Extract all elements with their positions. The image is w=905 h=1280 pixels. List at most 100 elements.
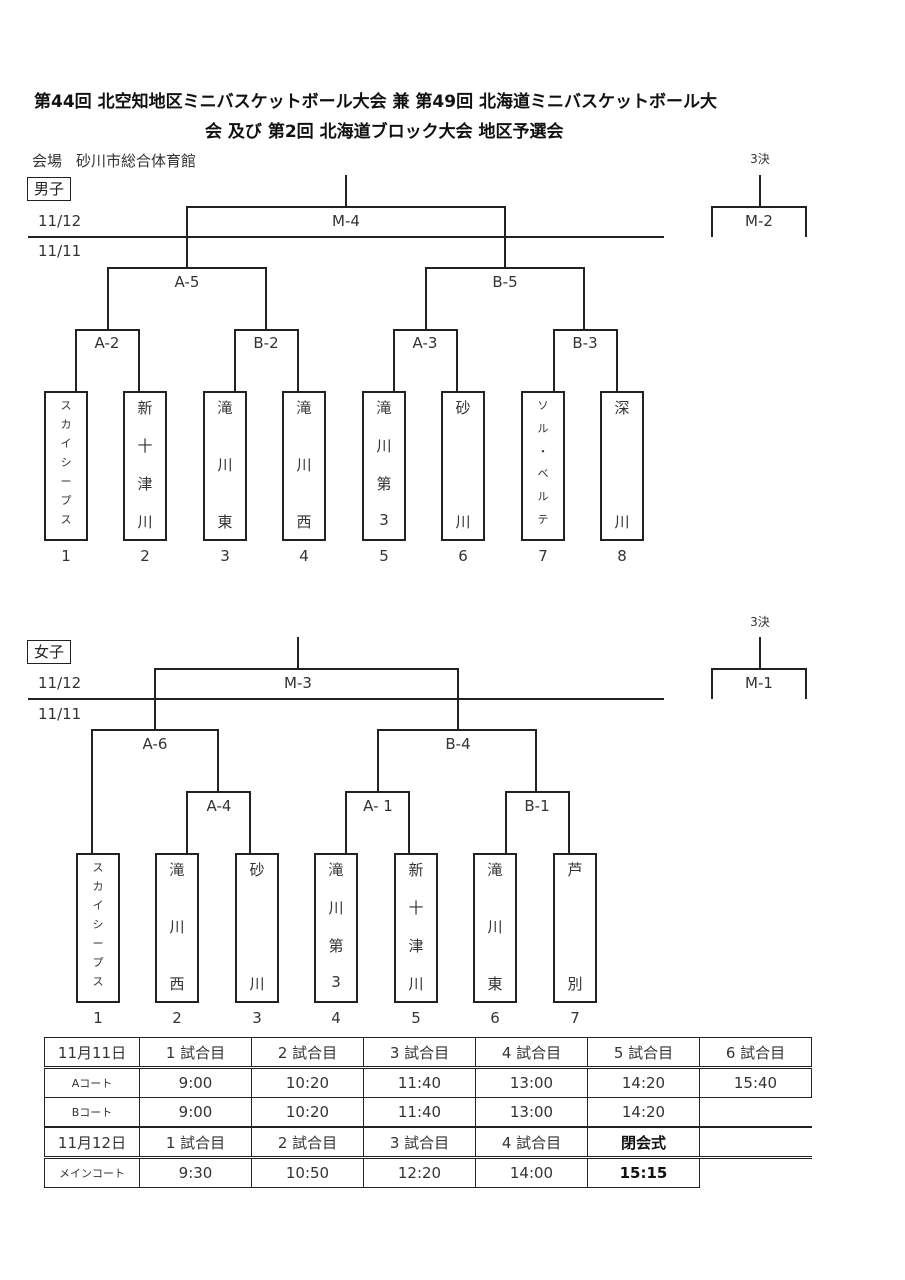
team-name-char: 滝 [296, 399, 312, 417]
team-name-char: 第 [328, 937, 344, 955]
schedule-row-label: Aコート [44, 1066, 140, 1098]
team-name-char: 西 [169, 975, 185, 993]
team-name-char: 滝 [217, 399, 233, 417]
team-name-char: 川 [249, 975, 265, 993]
schedule-row-label: Bコート [44, 1097, 140, 1128]
schedule-row-label: メインコート [44, 1156, 140, 1188]
girls-semi-match-1: A-6 [142, 735, 168, 753]
girls-date-final: 11/12 [38, 674, 82, 692]
boys-third-leg [805, 206, 807, 237]
girls-seed-number: 2 [172, 1009, 182, 1027]
boys-semi-match-2: B-5 [492, 273, 518, 291]
team-name-char: 砂 [249, 861, 265, 879]
boys-final-match: M-4 [332, 212, 360, 230]
boys-quarter-leg [393, 329, 395, 392]
team-name-char: 川 [169, 918, 185, 936]
schedule-cell: 1 試合目 [139, 1126, 252, 1158]
schedule-cell: 12:20 [363, 1156, 476, 1188]
team-name-char: 滝 [169, 861, 185, 879]
boys-quarter-leg [234, 329, 236, 392]
boys-quarter-bar-3 [393, 329, 458, 331]
team-name-char: 芦 [567, 861, 583, 879]
team-name-char: 滝 [376, 399, 392, 417]
team-name-char: シ [92, 918, 104, 931]
boys-semi-bar-2 [425, 267, 585, 269]
girls-third-place-match: M-1 [745, 674, 773, 692]
team-name-char: 十 [137, 437, 153, 455]
boys-semi-bar-1 [107, 267, 267, 269]
girls-quarter-leg [249, 791, 251, 854]
boys-third-stem [759, 175, 761, 207]
boys-quarter-leg [75, 329, 77, 392]
girls-third-leg [711, 668, 713, 699]
boys-team-box: 滝川西 [282, 391, 326, 541]
team-name-char: シ [60, 456, 72, 469]
girls-semi-leg [535, 729, 537, 792]
team-name-char: ル [537, 490, 549, 503]
boys-third-place-label: 3決 [750, 152, 770, 166]
boys-seed-number: 4 [299, 547, 309, 565]
girls-seed-number: 1 [93, 1009, 103, 1027]
boys-quarter-bar-2 [234, 329, 299, 331]
schedule-cell: 10:50 [251, 1156, 364, 1188]
team-name-char: ス [60, 399, 72, 412]
team-name-char: ス [92, 975, 104, 988]
boys-date-final: 11/12 [38, 212, 82, 230]
team-name-char: 川 [296, 456, 312, 474]
team-name-char: ・ [537, 445, 549, 458]
team-name-char: 東 [217, 513, 233, 531]
boys-seed-number: 7 [538, 547, 548, 565]
girls-quarter-bar-1 [186, 791, 251, 793]
girls-quarter-leg [345, 791, 347, 854]
girls-team-box: スカイシープス [76, 853, 120, 1003]
boys-semi-match-1: A-5 [174, 273, 200, 291]
team-name-char: 滝 [328, 861, 344, 879]
boys-final-right-leg [504, 206, 506, 268]
schedule-cell: 4 試合目 [475, 1037, 588, 1068]
girls-final-match: M-3 [284, 674, 312, 692]
boys-team-box: ソル・ベルテ [521, 391, 565, 541]
boys-semi-leg [265, 267, 267, 330]
girls-third-place-label: 3決 [750, 615, 770, 629]
boys-team-box: 滝川東 [203, 391, 247, 541]
schedule-empty-cell [700, 1098, 812, 1128]
boys-champion-stem [345, 175, 347, 207]
girls-semi-bar-1 [91, 729, 219, 731]
girls-team-box: 滝川東 [473, 853, 517, 1003]
girls-third-leg [805, 668, 807, 699]
boys-day-divider [28, 236, 664, 238]
schedule-cell: 4 試合目 [475, 1126, 588, 1158]
boys-seed-number: 8 [617, 547, 627, 565]
girls-quarter-leg [505, 791, 507, 854]
team-name-char: 新 [408, 861, 424, 879]
schedule-cell: 14:20 [587, 1097, 700, 1128]
schedule-cell: 13:00 [475, 1066, 588, 1098]
schedule-row-label: 11月11日 [44, 1037, 140, 1068]
team-name-char: 川 [487, 918, 503, 936]
girls-day-divider [28, 698, 664, 700]
girls-semi-leg [377, 729, 379, 792]
schedule-cell: 3 試合目 [363, 1037, 476, 1068]
girls-label: 女子 [27, 640, 72, 664]
schedule-row-label: 11月12日 [44, 1126, 140, 1158]
boys-quarter-leg [616, 329, 618, 392]
boys-team-box: 深川 [600, 391, 644, 541]
team-name-char: 深 [614, 399, 630, 417]
team-name-char: ル [537, 422, 549, 435]
team-name-char: 東 [487, 975, 503, 993]
team-name-char: カ [60, 418, 72, 431]
team-name-char: プ [60, 494, 72, 507]
girls-semi-match-2: B-4 [445, 735, 471, 753]
schedule-cell: 9:00 [139, 1097, 252, 1128]
team-name-char: イ [92, 899, 104, 912]
girls-champion-stem [297, 637, 299, 669]
girls-quarter-leg [186, 791, 188, 854]
team-name-char: 川 [408, 975, 424, 993]
boys-seed-number: 2 [140, 547, 150, 565]
team-name-char: ー [60, 475, 72, 488]
boys-quarter-leg [297, 329, 299, 392]
